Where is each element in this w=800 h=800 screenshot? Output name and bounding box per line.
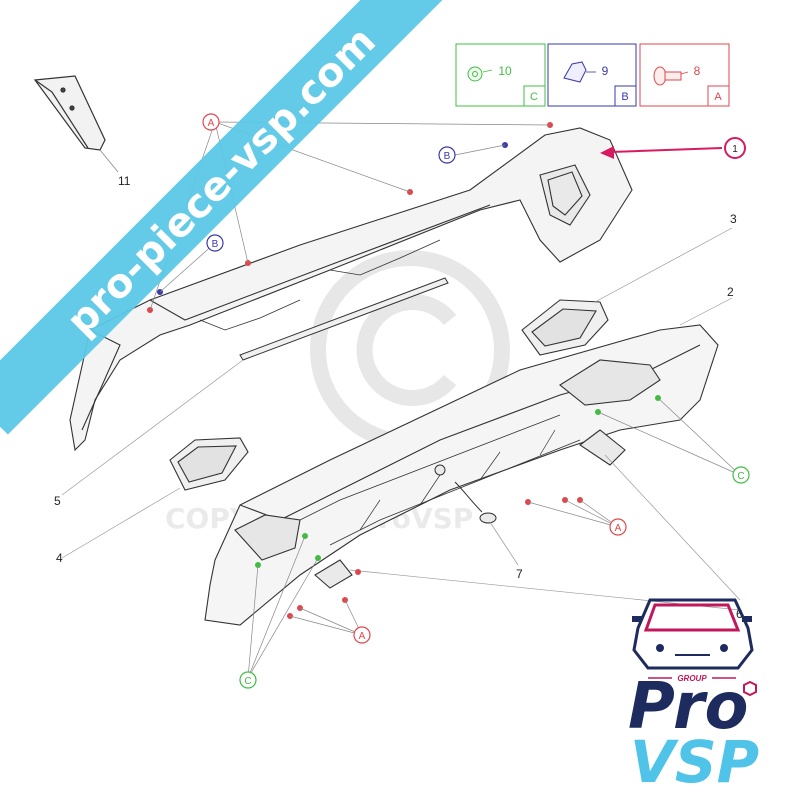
legend-box-8: 8 A: [639, 43, 730, 107]
part-1-bumper-upper: [69, 127, 633, 452]
logo-group-text: GROUP: [677, 674, 707, 683]
svg-text:C: C: [737, 471, 744, 482]
legend-letter-b: B: [621, 91, 628, 103]
legend-letter-a: A: [714, 91, 722, 103]
callout-6: 6: [736, 607, 743, 621]
part-3-reflector-right: [521, 299, 609, 356]
ref-b-left: B: [206, 234, 224, 252]
callout-7: 7: [516, 567, 523, 581]
callout-4: 4: [56, 551, 63, 565]
part-11-bracket: [33, 75, 106, 151]
legend-letter-c: C: [530, 91, 538, 103]
svg-text:C: C: [244, 676, 251, 687]
callout-11: 11: [118, 174, 131, 188]
callout-5: 5: [54, 494, 61, 508]
logo-pro-text: Pro: [628, 670, 748, 744]
svg-text:B: B: [212, 239, 219, 250]
svg-text:A: A: [359, 631, 366, 642]
ref-b-top: B: [438, 146, 456, 164]
legend-number-9: 9: [602, 64, 609, 78]
legend-number-10: 10: [498, 64, 512, 78]
part-2-lower-diffuser: [204, 324, 719, 626]
svg-text:B: B: [444, 151, 451, 162]
callout-1: 1: [732, 144, 738, 155]
callout-3: 3: [730, 212, 737, 226]
svg-text:A: A: [615, 523, 622, 534]
provsp-logo: GROUP Pro VSP: [628, 598, 759, 796]
part-4-reflector-left: [169, 437, 249, 491]
legend-box-10: 10 C: [455, 43, 546, 107]
ref-a-right: A: [609, 518, 627, 536]
ref-c-right: C: [732, 466, 750, 484]
ref-a-bottom: A: [353, 626, 371, 644]
svg-text:A: A: [208, 118, 215, 129]
ref-a-top: A: [202, 113, 220, 131]
part-7-sensor-harness: [434, 464, 497, 524]
ref-c-bottom: C: [239, 671, 257, 689]
legend-box-9: 9 B: [547, 43, 637, 107]
legend-number-8: 8: [694, 64, 701, 78]
part-5-trim-strip: [239, 277, 449, 361]
callout-2: 2: [727, 285, 734, 299]
logo-vsp-text: VSP: [630, 728, 759, 796]
